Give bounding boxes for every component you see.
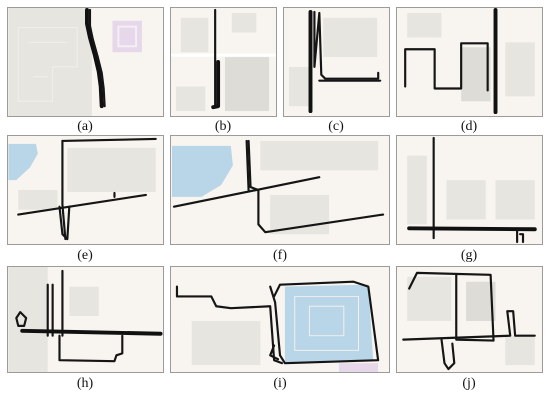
- map-f-graphic: [172, 139, 385, 235]
- caption-i: (i): [273, 376, 287, 391]
- map-panel-e: [7, 135, 164, 245]
- map-c-graphic: [288, 9, 382, 114]
- map-b-graphic: [171, 8, 276, 112]
- caption-e: (e): [77, 248, 93, 263]
- map-a-graphic: [8, 8, 142, 116]
- map-panel-d: [396, 7, 543, 117]
- map-i-graphic: [175, 280, 380, 372]
- map-h-graphic: [8, 267, 163, 372]
- caption-b: (b): [214, 119, 232, 134]
- map-panel-f: [170, 135, 390, 245]
- caption-f: (f): [273, 248, 287, 263]
- map-panel-a: [7, 7, 164, 117]
- map-d-graphic: [404, 8, 535, 115]
- map-panel-h: [7, 266, 164, 373]
- caption-j: (j): [462, 376, 476, 391]
- map-panel-c: [283, 7, 390, 117]
- caption-c: (c): [328, 119, 344, 134]
- caption-g: (g): [460, 248, 478, 263]
- caption-a: (a): [77, 119, 93, 134]
- map-j-graphic: [402, 271, 536, 371]
- caption-h: (h): [76, 376, 94, 391]
- map-e-graphic: [8, 137, 157, 241]
- map-panel-b: [170, 7, 277, 117]
- map-panel-g: [396, 135, 543, 245]
- map-g-graphic: [407, 136, 537, 244]
- caption-d: (d): [460, 119, 478, 134]
- map-panel-j: [396, 266, 543, 373]
- map-panel-i: [170, 266, 390, 373]
